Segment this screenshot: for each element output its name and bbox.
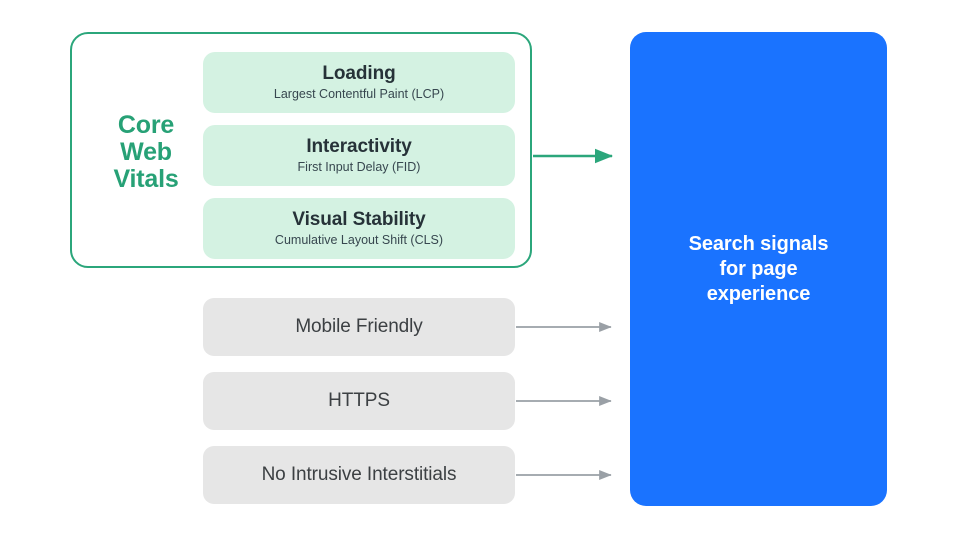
search-signals-text: Search signals for page experience [688, 232, 829, 305]
vital-subtitle: Largest Contentful Paint (LCP) [273, 87, 445, 101]
vital-title: Loading [322, 63, 396, 84]
vital-card-visual-stability: Visual Stability Cumulative Layout Shift… [203, 198, 515, 259]
vital-title: Interactivity [306, 136, 412, 157]
core-web-vitals-label-line-3: Vitals [113, 165, 179, 193]
core-web-vitals-label: Core Web Vitals [96, 112, 196, 193]
core-web-vitals-label-line-1: Core [117, 111, 175, 139]
mobile-friendly-card: Mobile Friendly [203, 298, 515, 356]
vital-title: Visual Stability [292, 209, 426, 230]
search-signals-box: Search signals for page experience [630, 32, 887, 506]
vital-card-loading: Loading Largest Contentful Paint (LCP) [203, 52, 515, 113]
vital-subtitle: Cumulative Layout Shift (CLS) [274, 233, 444, 247]
vital-card-interactivity: Interactivity First Input Delay (FID) [203, 125, 515, 186]
vital-subtitle: First Input Delay (FID) [297, 160, 421, 174]
gray-card-label: Mobile Friendly [295, 316, 423, 337]
no-intrusive-interstitials-card: No Intrusive Interstitials [203, 446, 515, 504]
core-web-vitals-label-line-2: Web [120, 138, 172, 166]
gray-card-label: HTTPS [328, 390, 390, 411]
gray-card-label: No Intrusive Interstitials [261, 464, 457, 485]
https-card: HTTPS [203, 372, 515, 430]
core-web-vitals-group [70, 32, 532, 268]
